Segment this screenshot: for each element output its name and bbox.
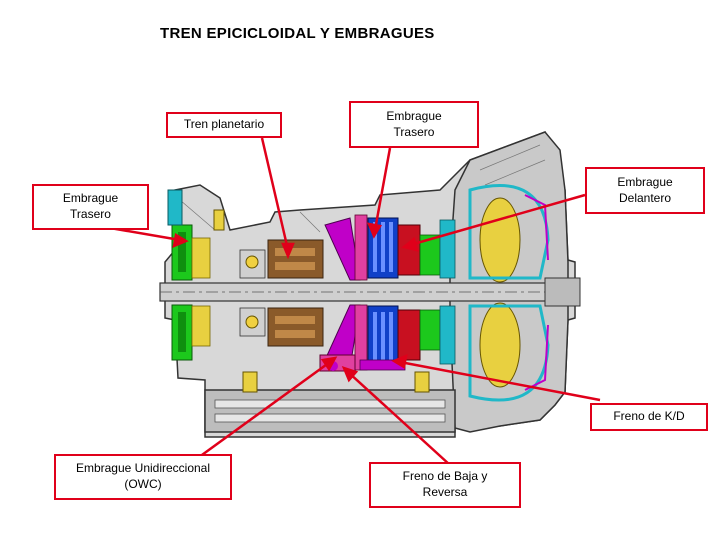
label-embrague-delantero: Embrague Delantero [585, 167, 705, 214]
planetary-gear-set [239, 239, 324, 347]
magenta-clutch-drum [324, 214, 368, 371]
callout-line-embrague-trasero-left [109, 226, 181, 242]
label-embrague-trasero-top: Embrague Trasero [349, 101, 479, 148]
torque-converter [468, 184, 550, 402]
label-freno-kd: Freno de K/D [590, 403, 708, 431]
label-embrague-unidireccional: Embrague Unidireccional (OWC) [54, 454, 232, 500]
callout-arrow-freno-kd [391, 353, 408, 370]
callout-line-tren-planetario [260, 137, 290, 251]
callout-line-embrague-delantero [409, 193, 586, 247]
callout-arrow-embrague-delantero [401, 236, 419, 252]
callout-line-embrague-trasero-top [373, 147, 392, 231]
callout-lines [109, 137, 601, 466]
callout-arrow-tren-planetario [281, 242, 295, 260]
label-tren-planetario: Tren planetario [166, 112, 282, 138]
bearings [213, 209, 430, 393]
callout-arrow-embrague-unidireccional [320, 356, 338, 372]
label-freno-baja-reversa: Freno de Baja y Reversa [369, 462, 521, 508]
main-shaft [159, 277, 581, 307]
callout-arrow-embrague-trasero-top [366, 222, 383, 239]
label-embrague-trasero-left: Embrague Trasero [32, 184, 149, 230]
page-title: TREN EPICICLOIDAL Y EMBRAGUES [160, 25, 435, 42]
callout-line-freno-baja-reversa [347, 371, 451, 466]
callout-line-embrague-unidireccional [194, 360, 331, 462]
callout-arrow-embrague-trasero-left [172, 232, 189, 249]
callout-line-freno-kd [399, 360, 601, 402]
callout-arrow-freno-baja-reversa [341, 365, 359, 383]
